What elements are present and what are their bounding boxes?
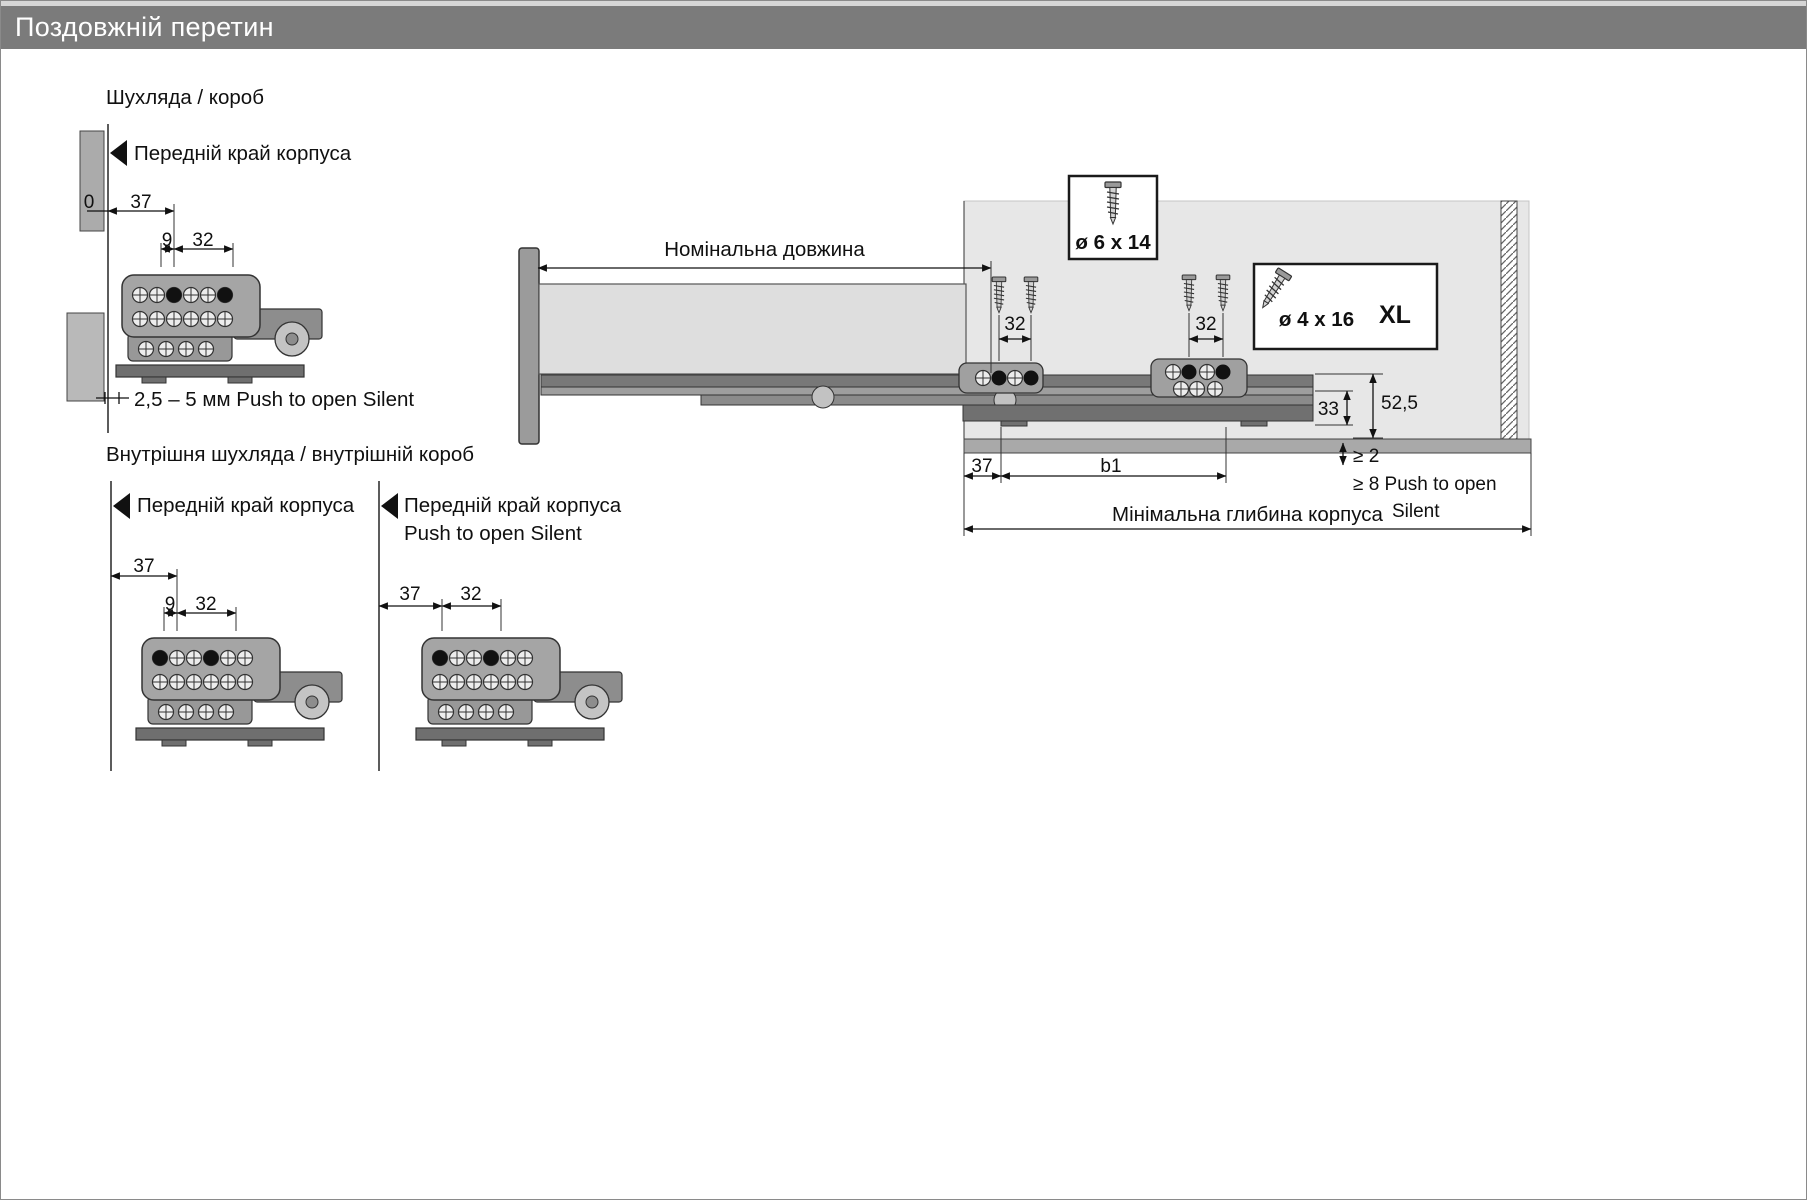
front-mounting-bracket <box>958 362 1044 394</box>
dim-label-zero: 0 <box>83 192 95 213</box>
dim-label-32: 32 <box>192 230 214 251</box>
dim-9-32 <box>160 243 234 267</box>
fixing-hole-marked <box>483 650 499 666</box>
front-panel <box>66 312 105 402</box>
page-title: Поздовжній перетин <box>15 12 274 42</box>
fixing-hole-marked <box>166 287 182 303</box>
inner-drawer-standard-diagram <box>110 481 342 771</box>
dim-label-32: 32 <box>460 584 482 605</box>
slide-cross-section <box>136 638 342 746</box>
dim-label-9: 9 <box>161 230 173 251</box>
dim-zero-37 <box>87 204 175 267</box>
dim-label-33: 33 <box>1317 399 1339 420</box>
drawer-side <box>538 283 967 375</box>
screw-spec-box-front <box>1067 174 1159 261</box>
fixing-hole-marked <box>203 650 219 666</box>
drawer-box-title: Шухляда / короб <box>106 86 264 109</box>
min-depth-label: Мінімальна глибина корпуса <box>1112 503 1383 526</box>
front-edge-label: Передній край корпуса <box>404 494 622 517</box>
screw-spec-box-rear <box>1252 262 1439 351</box>
front-edge-marker-icon <box>381 493 398 519</box>
dim-screw-pitch-front <box>998 315 1032 361</box>
dim-label-32-front: 32 <box>1004 314 1026 335</box>
dim-label-52-5: 52,5 <box>1381 393 1418 414</box>
cabinet-panel <box>79 130 105 232</box>
nominal-length-label: Номінальна довжина <box>664 238 865 261</box>
gap-dim-ticks <box>96 392 129 404</box>
screw-spec-rear-label: ø 4 x 16 <box>1278 308 1355 331</box>
dim-screw-pitch-rear <box>1188 313 1224 357</box>
dim-label-rear-gap-silent: Silent <box>1392 501 1440 522</box>
dim-label-37: 37 <box>130 192 152 213</box>
dim-label-37: 37 <box>399 584 421 605</box>
dim-front-offset-37 <box>963 427 1227 483</box>
front-edge-marker-icon <box>113 493 130 519</box>
dim-label-rear-gap-push: ≥ 8 Push to open <box>1353 474 1497 495</box>
top-strip <box>1 1 1806 6</box>
dim-label-37: 37 <box>971 456 993 477</box>
fixing-hole-marked <box>217 287 233 303</box>
section-header: Поздовжній перетин <box>1 6 1806 49</box>
screw-spec-front-label: ø 6 x 14 <box>1075 231 1151 254</box>
drawer-front <box>518 247 540 445</box>
screw-spec-xl-tag: XL <box>1379 301 1411 329</box>
dim-label-32: 32 <box>195 594 217 615</box>
dim-label-37: 37 <box>133 556 155 577</box>
inner-drawer-push-diagram <box>378 481 622 771</box>
side-section-diagram <box>518 174 1532 536</box>
fixing-hole-marked <box>152 650 168 666</box>
dim-nominal-length <box>537 261 992 373</box>
slide-cross-section <box>416 638 622 746</box>
dim-label-9: 9 <box>164 594 176 615</box>
drawer-box-diagram <box>66 124 322 433</box>
front-edge-marker-icon <box>110 140 127 166</box>
variant-label: Push to open Silent <box>404 522 582 545</box>
cabinet-bottom <box>963 438 1532 454</box>
dim-rail-height-33 <box>1315 390 1353 426</box>
front-edge-label: Передній край корпуса <box>134 142 352 165</box>
fixing-hole-marked <box>432 650 448 666</box>
dim-min-depth <box>963 453 1532 536</box>
inner-drawer-title: Внутрішня шухляда / внутрішній короб <box>106 443 475 466</box>
dim-label-32-rear: 32 <box>1195 314 1217 335</box>
gap-note: 2,5 – 5 мм Push to open Silent <box>134 388 415 411</box>
slide-rail-assembly <box>540 374 1314 427</box>
dim-label-b1: b1 <box>1100 456 1122 477</box>
dim-clearance-52-5 <box>1315 373 1383 439</box>
dim-label-rear-gap: ≥ 2 <box>1353 446 1380 467</box>
front-edge-label: Передній край корпуса <box>137 494 355 517</box>
rear-mounting-bracket <box>1150 358 1248 398</box>
